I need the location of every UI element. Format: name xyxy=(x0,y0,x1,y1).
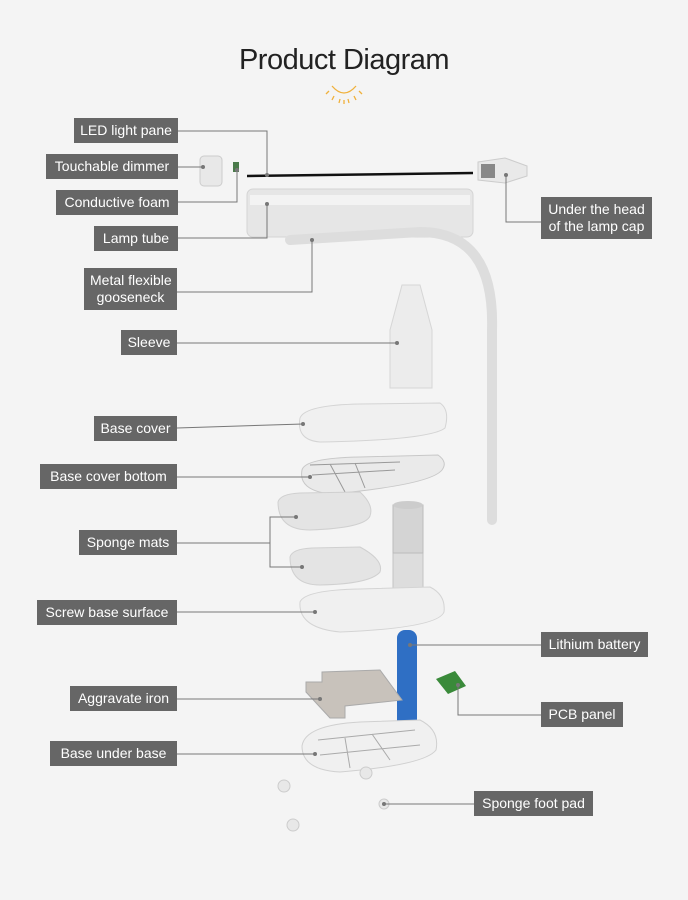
led-light-pane xyxy=(246,171,474,178)
gooseneck xyxy=(285,226,498,525)
page-title: Product Diagram xyxy=(238,44,450,76)
leader-lines xyxy=(176,130,541,805)
leader-dots xyxy=(201,165,508,806)
label-aggravate-iron: Aggravate iron xyxy=(70,686,177,711)
sleeve xyxy=(389,284,433,389)
label-base-under-base: Base under base xyxy=(50,741,177,766)
label-base-cover: Base cover xyxy=(94,416,177,441)
aggravate-iron xyxy=(305,669,403,719)
label-sponge-mats: Sponge mats xyxy=(79,530,177,555)
touchable-dimmer xyxy=(199,155,223,187)
label-touchable-dimmer: Touchable dimmer xyxy=(46,154,178,179)
base-cover-bottom xyxy=(301,454,445,495)
base-cover xyxy=(298,402,448,443)
label-gooseneck-line2: gooseneck xyxy=(96,289,165,305)
sponge-foot-pads xyxy=(277,766,390,832)
screw-post xyxy=(392,501,424,601)
label-screw-base-surface: Screw base surface xyxy=(37,600,177,625)
label-conductive-foam: Conductive foam xyxy=(56,190,178,215)
label-sponge-foot-pad: Sponge foot pad xyxy=(474,791,593,816)
sun-icon xyxy=(325,85,363,104)
label-lamp-cap-line2: of the lamp cap xyxy=(548,218,645,234)
lithium-battery xyxy=(397,630,417,728)
label-led-light-pane: LED light pane xyxy=(74,118,178,143)
label-lamp-tube: Lamp tube xyxy=(94,226,178,251)
label-lithium-battery: Lithium battery xyxy=(541,632,648,657)
label-lamp-cap: Under the head of the lamp cap xyxy=(541,197,652,239)
label-gooseneck-line1: Metal flexible xyxy=(90,272,172,288)
base-under-base xyxy=(301,719,438,773)
lamp-cap xyxy=(477,157,528,184)
conductive-foam xyxy=(233,162,239,172)
pcb-panel xyxy=(436,671,466,694)
label-base-cover-bottom: Base cover bottom xyxy=(40,464,177,489)
label-pcb-panel: PCB panel xyxy=(541,702,623,727)
screw-base-surface xyxy=(299,586,445,633)
label-lamp-cap-line1: Under the head xyxy=(548,201,645,217)
sponge-mats xyxy=(277,491,382,586)
label-sleeve: Sleeve xyxy=(121,330,177,355)
label-gooseneck: Metal flexible gooseneck xyxy=(84,268,177,310)
